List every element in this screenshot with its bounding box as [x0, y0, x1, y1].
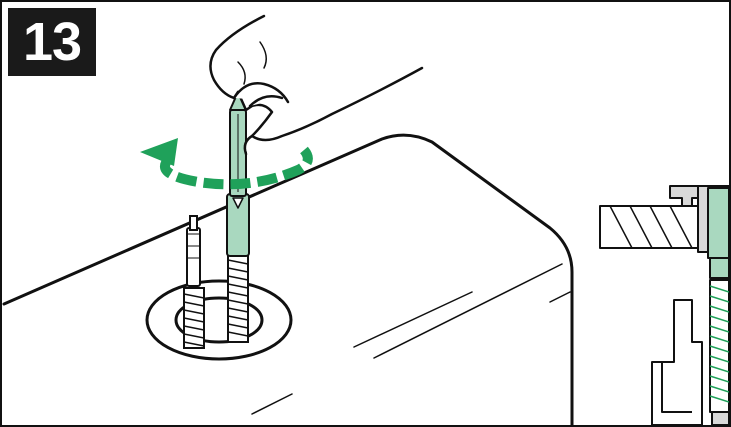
step-number-badge: 13 — [8, 8, 96, 76]
hand-icon — [209, 14, 424, 156]
screw-hole — [145, 279, 293, 361]
screw-icon — [227, 253, 249, 343]
screwdriver-icon — [226, 91, 250, 257]
screw-icon — [183, 215, 205, 349]
cross-section-detail — [599, 185, 729, 425]
device-cover — [2, 133, 574, 425]
rotate-arrow-icon — [140, 138, 313, 190]
